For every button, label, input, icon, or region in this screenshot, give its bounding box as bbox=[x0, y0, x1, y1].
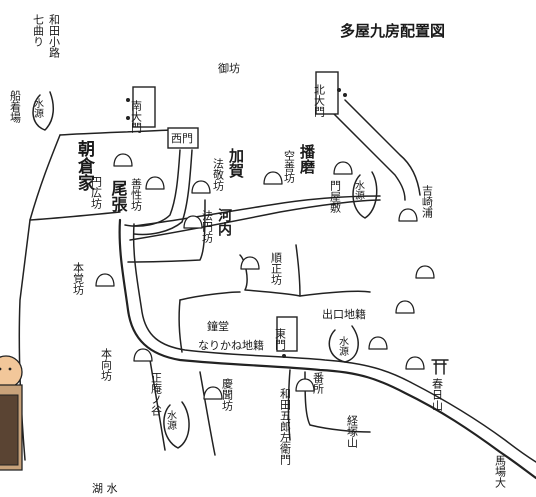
label-hongobo: 本向坊 bbox=[100, 347, 113, 381]
higashi-mon-label: 東門 bbox=[274, 328, 287, 351]
label-umahae: 馬場大 bbox=[494, 455, 507, 488]
house-icon bbox=[203, 386, 223, 400]
label-yoshizakiura: 吉崎浦 bbox=[421, 185, 434, 219]
house-icon bbox=[395, 300, 415, 314]
label-kasugayama: 春日山 bbox=[431, 378, 444, 411]
higashi-mon-gate: 東門 bbox=[274, 316, 298, 352]
house-icon bbox=[95, 273, 115, 287]
main-road bbox=[118, 218, 536, 480]
house-icon bbox=[263, 171, 283, 185]
sw-road-1 bbox=[149, 359, 166, 451]
house-icon bbox=[191, 180, 211, 194]
main-road-edge bbox=[132, 223, 536, 463]
central-road-1 bbox=[127, 199, 206, 263]
label-honkakubo: 本覚坊 bbox=[72, 261, 85, 295]
label-kyozukayama: 経塚山 bbox=[346, 415, 359, 448]
nishi-mon-label: 西門 bbox=[171, 132, 193, 145]
label-bansho: 番所 bbox=[312, 372, 325, 395]
water-source-deguchi-label: 水源 bbox=[337, 336, 349, 357]
house-icons bbox=[95, 153, 435, 400]
house-icon bbox=[240, 256, 260, 270]
label-wada-koji: 和田小路 bbox=[48, 14, 61, 59]
water-source-west: 水源 bbox=[32, 91, 55, 131]
label-kaneido: 鐘堂 bbox=[207, 319, 229, 333]
nishi-mon-gate: 西門 bbox=[167, 127, 199, 149]
house-icon bbox=[405, 356, 425, 370]
east-road-1 bbox=[299, 290, 371, 297]
water-source-deguchi: 水源 bbox=[328, 325, 359, 363]
label-obi: 尾張 bbox=[109, 180, 128, 213]
house-icon bbox=[113, 153, 133, 167]
label-funatsukiba: 船着場 bbox=[9, 89, 22, 124]
kita-daimon-gate: 北大門 bbox=[313, 71, 339, 118]
central-road-2 bbox=[239, 244, 301, 297]
west-road-lower bbox=[29, 211, 121, 221]
nishimon-road-left bbox=[124, 149, 181, 227]
house-icon bbox=[145, 176, 165, 190]
label-kadoya-shiki: 門屋敷 bbox=[329, 180, 342, 214]
west-road bbox=[59, 129, 186, 136]
label-wada-goroemon: 和田五郎左衛門 bbox=[279, 388, 292, 466]
house-icon bbox=[333, 161, 353, 175]
label-deguchi: 出口地籍 bbox=[322, 307, 366, 321]
sw-road-2 bbox=[199, 371, 216, 456]
central-road-4 bbox=[178, 299, 183, 353]
east-road-2 bbox=[329, 109, 406, 201]
shrine-gate-icon bbox=[431, 359, 449, 375]
house-icon bbox=[295, 378, 315, 392]
house-icon bbox=[368, 336, 388, 350]
house-icon bbox=[133, 348, 153, 362]
label-shoan-no-tani: 正庵ノ谷 bbox=[150, 372, 163, 417]
label-kawachi: 河内 bbox=[216, 207, 232, 237]
kita-daimon-label: 北大門 bbox=[313, 84, 326, 118]
label-gobo: 御坊 bbox=[218, 61, 240, 75]
label-hokeibo: 法敬坊 bbox=[212, 157, 225, 191]
label-narikane: なりかね地籍 bbox=[198, 338, 264, 352]
central-road-3 bbox=[179, 291, 241, 301]
map-title: 多屋九房配置図 bbox=[340, 22, 445, 40]
water-source-south: 水源 bbox=[163, 401, 190, 449]
label-asakura-ke: 朝倉家 bbox=[74, 139, 96, 192]
label-enkobo: 円広坊 bbox=[90, 176, 103, 209]
north-east-road bbox=[129, 199, 381, 241]
house-icon bbox=[415, 265, 435, 279]
label-zenshobo: 善性坊 bbox=[130, 177, 143, 211]
water-source-east-label: 水源 bbox=[353, 180, 365, 201]
minami-daimon-label: 南大門 bbox=[130, 100, 143, 134]
north-east-road-2 bbox=[133, 195, 381, 227]
water-source-south-label: 水源 bbox=[165, 410, 177, 431]
water-source-west-label: 水源 bbox=[32, 98, 44, 119]
label-kokubo: 空善坊 bbox=[283, 149, 296, 183]
house-icon bbox=[183, 215, 203, 229]
label-homonbo: 法円坊 bbox=[201, 209, 214, 243]
label-keikanbo: 慶聞坊 bbox=[221, 377, 234, 411]
south-spur-2 bbox=[287, 369, 291, 441]
minami-daimon-gate: 南大門 bbox=[130, 86, 156, 134]
character-illustration bbox=[0, 355, 23, 471]
label-kaga: 加賀 bbox=[227, 148, 245, 179]
label-kosui: 湖 水 bbox=[92, 482, 118, 495]
house-icon bbox=[398, 208, 418, 222]
water-source-east: 水源 bbox=[352, 171, 378, 219]
nishimon-road-right bbox=[133, 149, 193, 236]
label-junshobo: 順正坊 bbox=[270, 252, 283, 285]
label-harima: 播磨 bbox=[298, 143, 316, 175]
east-road-3 bbox=[344, 99, 421, 196]
label-nanamagari: 七曲り bbox=[32, 14, 45, 47]
asakura-boundary bbox=[18, 134, 61, 461]
